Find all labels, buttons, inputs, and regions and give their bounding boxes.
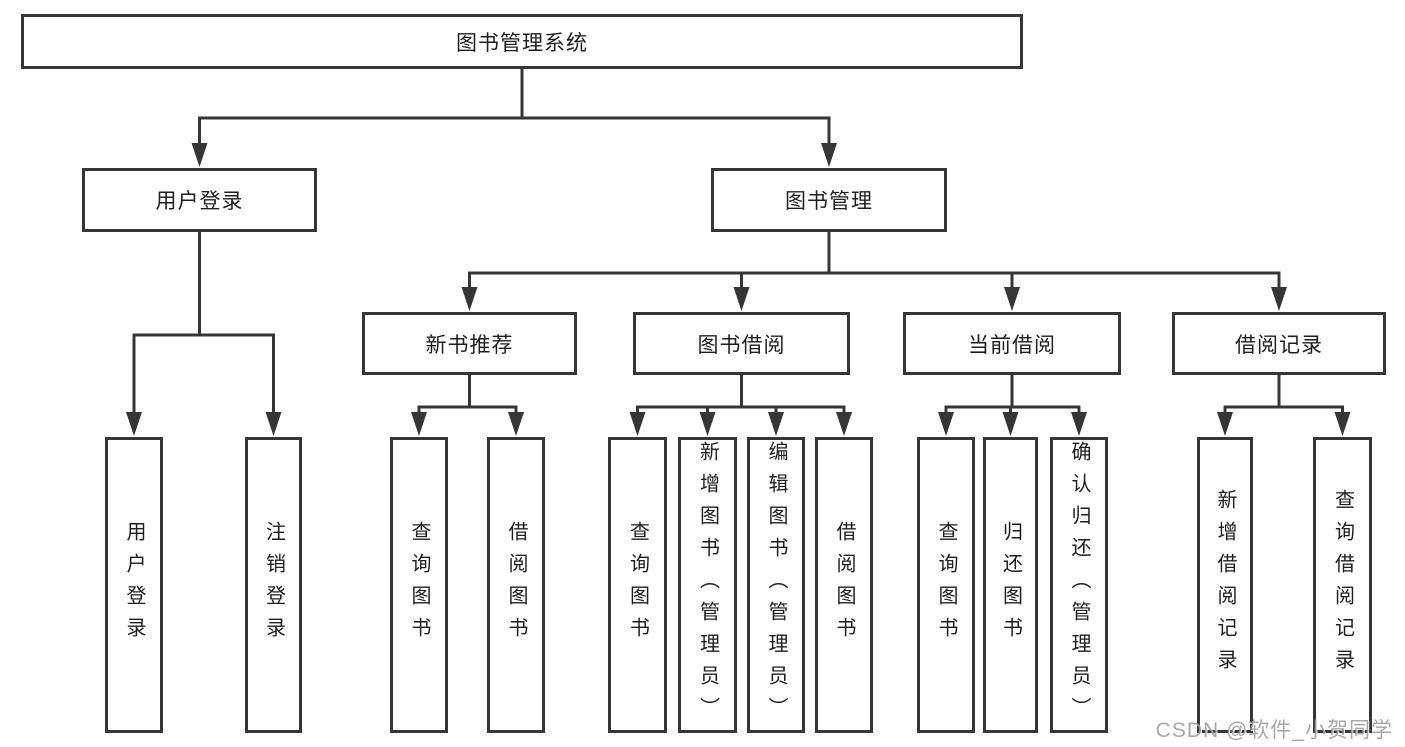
node-label: 查询借阅记录: [1331, 489, 1354, 681]
node-label: 图书管理系统: [456, 31, 588, 55]
node-leaf-borrow-book-1: 借阅图书: [487, 437, 545, 733]
node-label: 查询图书: [408, 521, 430, 649]
node-leaf-logout: 注销登录: [245, 437, 302, 733]
node-leaf-add-book: 新增图书（管理员）: [678, 437, 737, 733]
node-borrow-records: 借阅记录: [1172, 312, 1386, 375]
node-root: 图书管理系统: [21, 14, 1023, 69]
node-label: 借阅记录: [1235, 333, 1323, 357]
node-label: 图书管理: [785, 190, 873, 213]
node-leaf-return-book: 归还图书: [983, 437, 1038, 733]
node-leaf-borrow-book-2: 借阅图书: [815, 437, 873, 733]
node-new-book-rec: 新书推荐: [362, 312, 577, 375]
node-label: 新增图书（管理员）: [696, 441, 719, 729]
node-label: 借阅图书: [505, 521, 527, 649]
node-leaf-query-book-3: 查询图书: [917, 437, 975, 733]
node-label: 当前借阅: [968, 333, 1056, 357]
node-label: 借阅图书: [833, 521, 855, 649]
node-label: 注销登录: [262, 521, 285, 649]
node-leaf-query-book-1: 查询图书: [390, 437, 448, 733]
watermark-text: CSDN @软件_小贺同学: [1155, 719, 1393, 742]
node-leaf-edit-book: 编辑图书（管理员）: [747, 437, 805, 733]
node-leaf-user-login: 用户登录: [105, 437, 163, 733]
node-label: 归还图书: [999, 521, 1022, 649]
node-current-borrow: 当前借阅: [903, 312, 1121, 375]
node-user-login: 用户登录: [82, 168, 317, 232]
node-label: 编辑图书（管理员）: [765, 441, 787, 729]
node-leaf-add-record: 新增借阅记录: [1197, 437, 1253, 733]
node-label: 新书推荐: [425, 333, 514, 357]
node-label: 用户登录: [155, 190, 244, 213]
node-book-borrow: 图书借阅: [633, 312, 850, 375]
node-label: 用户登录: [123, 521, 145, 649]
node-label: 新增借阅记录: [1214, 489, 1236, 681]
node-label: 查询图书: [935, 521, 957, 649]
node-book-mgmt: 图书管理: [711, 168, 947, 232]
node-leaf-confirm-return: 确认归还（管理员）: [1050, 437, 1108, 733]
node-leaf-query-record: 查询借阅记录: [1313, 437, 1372, 733]
node-label: 确认归还（管理员）: [1068, 441, 1090, 729]
node-label: 图书借阅: [697, 333, 786, 357]
node-leaf-query-book-2: 查询图书: [608, 437, 667, 733]
node-label: 查询图书: [626, 521, 649, 649]
